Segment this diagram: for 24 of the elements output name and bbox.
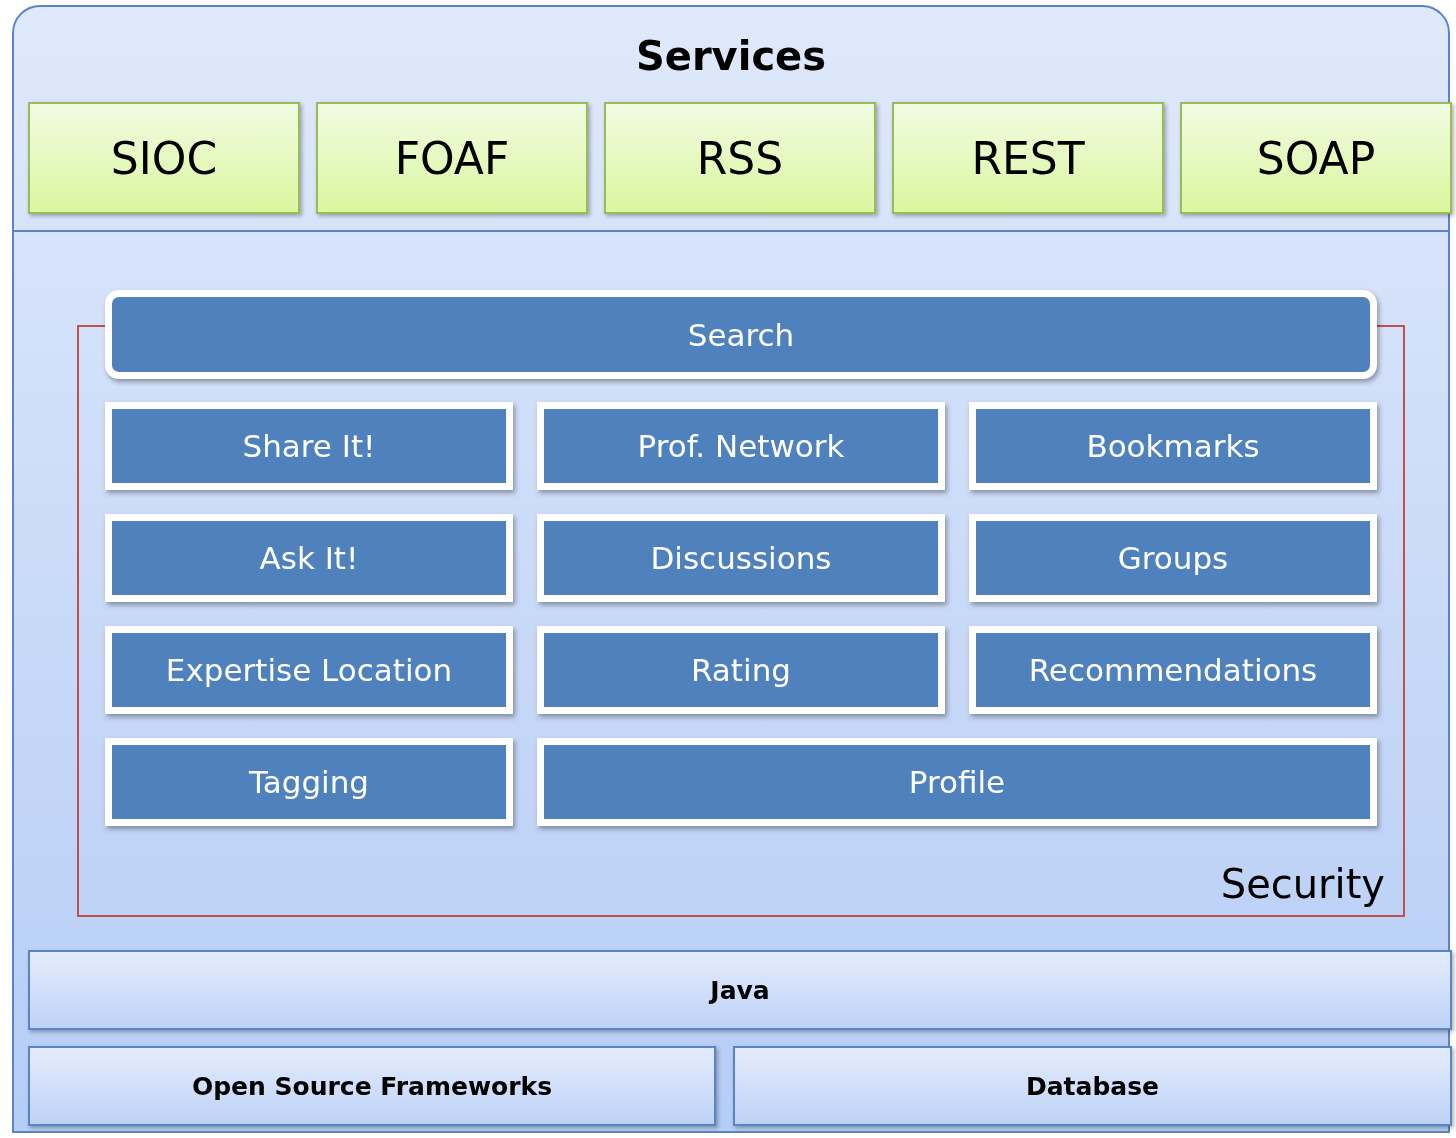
module-box: Ask It! xyxy=(105,514,513,602)
search-bar: Search xyxy=(105,290,1377,379)
protocol-box: FOAF xyxy=(316,102,588,214)
platform-bar: Database xyxy=(733,1046,1452,1126)
module-box: Discussions xyxy=(537,514,945,602)
platform-bar: Open Source Frameworks xyxy=(28,1046,716,1126)
panel-title: Services xyxy=(634,33,828,79)
module-box: Profile xyxy=(537,738,1377,826)
module-box: Groups xyxy=(969,514,1377,602)
services-panel xyxy=(12,5,1450,1133)
module-box: Expertise Location xyxy=(105,626,513,714)
module-box: Share It! xyxy=(105,402,513,490)
protocol-box: SOAP xyxy=(1180,102,1452,214)
security-boundary xyxy=(77,325,1405,917)
protocol-box: RSS xyxy=(604,102,876,214)
group-label: Security xyxy=(1220,861,1385,907)
platform-bar: Java xyxy=(28,950,1452,1030)
module-box: Recommendations xyxy=(969,626,1377,714)
module-box: Bookmarks xyxy=(969,402,1377,490)
protocol-box: REST xyxy=(892,102,1164,214)
module-box: Rating xyxy=(537,626,945,714)
module-box: Tagging xyxy=(105,738,513,826)
protocol-box: SIOC xyxy=(28,102,300,214)
module-box: Prof. Network xyxy=(537,402,945,490)
